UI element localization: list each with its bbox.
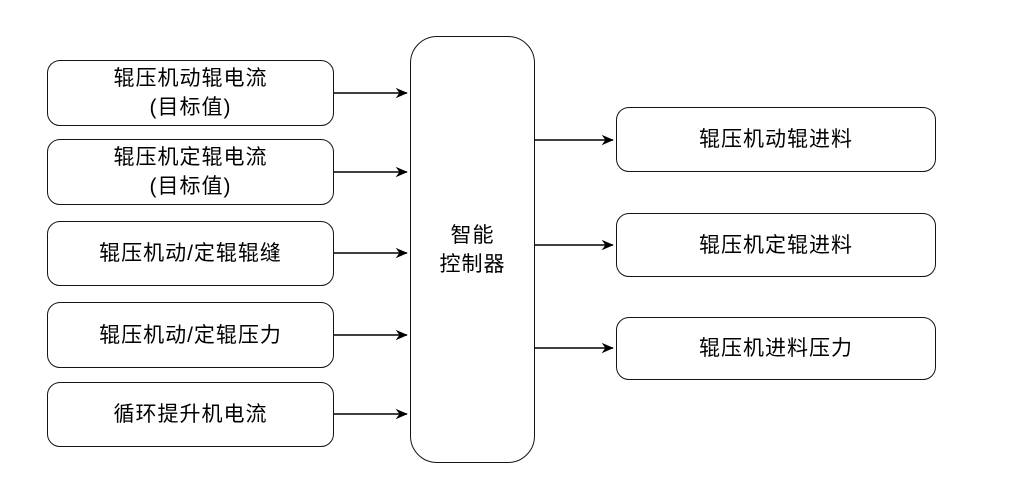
input-box-roller-pressure: 辊压机动/定辊压力 [47, 302, 334, 368]
node-label-line: 辊压机进料压力 [699, 337, 853, 360]
input-box-moving-roller-current-target: 辊压机动辊电流 (目标值) [47, 60, 334, 126]
node-label-line: 辊压机动/定辊辊缝 [99, 242, 282, 265]
node-label-line: 辊压机动辊进料 [699, 128, 853, 151]
output-box-fixed-roller-feed: 辊压机定辊进料 [616, 213, 936, 277]
node-label-line: 控制器 [439, 252, 506, 276]
node-label-line: 智能 [450, 223, 495, 247]
node-label-line: 辊压机动/定辊压力 [99, 323, 282, 347]
node-label-line: 辊压机动辊电流 [113, 67, 268, 90]
input-box-fixed-roller-current-target: 辊压机定辊电流 (目标值) [47, 139, 334, 205]
controller-box-intelligent-controller: 智能 控制器 [410, 36, 535, 463]
node-label-line: 辊压机定辊电流 [113, 146, 268, 169]
output-box-feed-pressure: 辊压机进料压力 [616, 317, 936, 380]
node-label-line: (目标值) [149, 175, 232, 198]
node-label-line: 循环提升机电流 [113, 403, 268, 426]
node-label-line: 辊压机定辊进料 [699, 233, 853, 257]
node-label-line: (目标值) [149, 96, 232, 119]
input-box-circulating-elevator-current: 循环提升机电流 [47, 382, 334, 447]
output-box-moving-roller-feed: 辊压机动辊进料 [616, 107, 936, 172]
input-box-roller-gap: 辊压机动/定辊辊缝 [47, 221, 334, 286]
